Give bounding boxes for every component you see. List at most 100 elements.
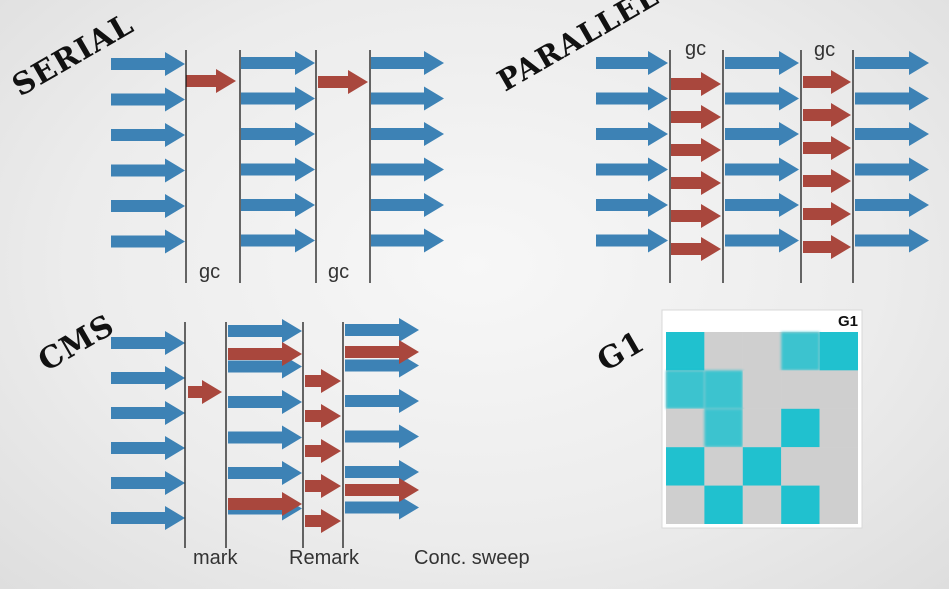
thread-arrow: [345, 389, 419, 413]
gc-arrow: [803, 202, 851, 226]
heap-region-empty: [781, 447, 820, 486]
thread-arrow: [228, 461, 302, 485]
gc-arrow: [345, 340, 419, 364]
thread-arrow: [855, 51, 929, 75]
heap-region-empty: [742, 332, 782, 371]
gc-arrow: [671, 237, 721, 261]
gc-arrow: [345, 478, 419, 502]
thread-arrow: [725, 157, 799, 182]
thread-arrow: [371, 51, 444, 75]
parallel-arrows: [596, 51, 929, 261]
heap-region-empty: [819, 370, 858, 409]
thread-arrow: [596, 228, 668, 253]
cms-remark-label: Remark: [289, 547, 360, 569]
heap-region-active: [666, 332, 705, 371]
thread-arrow: [111, 471, 185, 495]
g1-box-label: G1: [838, 313, 858, 330]
thread-arrow: [111, 436, 185, 460]
heap-region-active: [742, 447, 782, 486]
parallel-gc-label-1: gc: [685, 38, 706, 60]
heap-region-empty: [819, 408, 858, 448]
heap-region-empty: [819, 485, 858, 524]
thread-arrow: [111, 52, 185, 76]
heap-region-empty: [819, 447, 858, 486]
thread-arrow: [111, 194, 185, 218]
parallel-panel: PARALLEL gc gc: [492, 0, 929, 283]
thread-arrow: [241, 157, 315, 182]
thread-arrow: [596, 86, 668, 111]
thread-arrow: [725, 122, 799, 146]
gc-arrow: [671, 138, 721, 162]
gc-arrow: [671, 105, 721, 129]
serial-panel: SERIAL gc gc: [7, 7, 444, 283]
thread-arrow: [371, 86, 444, 111]
thread-arrow: [228, 390, 302, 414]
heap-region-active: [704, 485, 743, 524]
thread-arrow: [111, 229, 185, 254]
thread-arrow: [228, 425, 302, 450]
thread-arrow: [111, 158, 185, 183]
heap-region-empty: [704, 332, 743, 371]
thread-arrow: [855, 86, 929, 111]
heap-region-empty: [666, 408, 705, 448]
gc-arrow: [803, 235, 851, 259]
thread-arrow: [345, 460, 419, 484]
gc-arrow: [188, 380, 222, 404]
heap-region-empty: [742, 408, 782, 448]
g1-panel: G1 G1: [592, 309, 863, 529]
heap-region-empty: [742, 370, 782, 409]
heap-region-active: [781, 485, 820, 524]
thread-arrow: [111, 87, 185, 112]
heap-region-active: [781, 408, 820, 448]
g1-region-grid: [666, 332, 858, 524]
heap-region-active: [704, 370, 743, 409]
heap-region-active: [704, 408, 743, 448]
thread-arrow: [345, 318, 419, 342]
gc-arrow: [305, 439, 341, 463]
gc-arrow: [305, 474, 341, 498]
thread-arrow: [111, 506, 185, 530]
thread-arrow: [855, 122, 929, 146]
thread-arrow: [596, 51, 668, 75]
cms-panel: CMS mark Remark Conc. sweep: [33, 308, 530, 569]
thread-arrow: [725, 228, 799, 253]
cms-arrows: [111, 318, 419, 533]
thread-arrow: [855, 228, 929, 253]
thread-arrow: [241, 86, 315, 111]
gc-arrow: [318, 70, 368, 94]
parallel-gc-label-2: gc: [814, 39, 835, 61]
parallel-title: PARALLEL: [492, 0, 665, 98]
thread-arrow: [241, 193, 315, 217]
thread-arrow: [241, 228, 315, 253]
gc-arrow: [803, 136, 851, 160]
cms-phase-lines: [184, 322, 344, 548]
thread-arrow: [371, 122, 444, 146]
heap-region-active: [666, 447, 705, 486]
thread-arrow: [241, 51, 315, 75]
thread-arrow: [345, 424, 419, 449]
thread-arrow: [725, 86, 799, 111]
serial-gc-label-1: gc: [199, 261, 220, 283]
serial-arrows: [111, 51, 444, 254]
thread-arrow: [371, 228, 444, 253]
gc-arrow: [305, 509, 341, 533]
heap-region-empty: [666, 485, 705, 524]
thread-arrow: [111, 331, 185, 355]
thread-arrow: [241, 122, 315, 146]
thread-arrow: [596, 122, 668, 146]
thread-arrow: [111, 401, 185, 425]
gc-arrow: [228, 342, 302, 366]
serial-gc-label-2: gc: [328, 261, 349, 283]
gc-arrow: [671, 72, 721, 96]
thread-arrow: [111, 123, 185, 147]
gc-arrow: [186, 69, 236, 93]
serial-title: SERIAL: [7, 7, 140, 104]
heap-region-empty: [781, 370, 820, 409]
thread-arrow: [111, 366, 185, 390]
cms-title: CMS: [33, 308, 121, 379]
heap-region-active: [666, 370, 705, 409]
heap-region-empty: [704, 447, 743, 486]
gc-arrow: [305, 404, 341, 428]
gc-arrow: [803, 103, 851, 127]
